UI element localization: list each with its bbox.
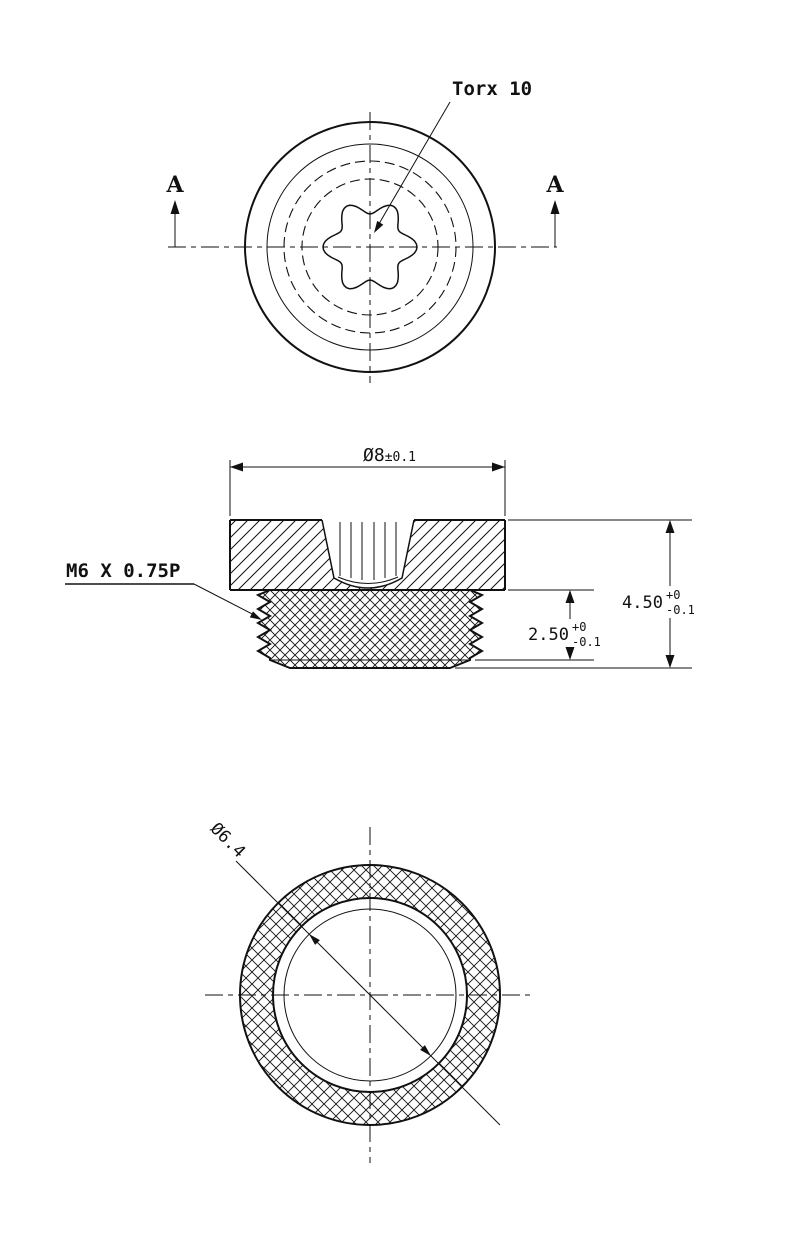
thread-callout-arrowhead <box>249 611 262 620</box>
section-arrow-left-head <box>170 200 180 214</box>
dim-label-total-height-tol-upper: +0 <box>666 588 680 602</box>
dim-arrow-total-top <box>665 520 675 533</box>
dim-label-thread-length-tol-upper: +0 <box>572 620 586 634</box>
section-arrow-right-head <box>550 200 560 214</box>
thread-major-circle <box>272 897 468 1093</box>
head-section-hatch <box>230 520 505 590</box>
thread-callout-label: M6 X 0.75P <box>66 560 180 582</box>
dim-arrow-thread-bottom <box>565 647 575 660</box>
dim-label-head-diameter: Ø8±0.1 <box>363 445 416 466</box>
section-label-right: A <box>545 172 564 198</box>
dim-label-pilot-diameter: Ø6.4 <box>206 819 249 862</box>
diagonal-arrowhead-upper <box>309 934 320 945</box>
thread-hidden-circle-outer <box>283 160 457 334</box>
dim-arrow-total-bottom <box>665 655 675 668</box>
dim-label-thread-length-tol-lower: -0.1 <box>572 635 601 649</box>
bottom-view: Ø6.4 <box>205 819 535 1163</box>
dim-label-thread-length: 2.50 <box>528 625 569 645</box>
head-chamfer-circle <box>266 143 474 351</box>
dim-label-head-diameter-tolerance: ±0.1 <box>385 450 416 465</box>
dim-label-head-diameter-value: Ø8 <box>363 445 385 466</box>
diagonal-arrowhead-lower <box>420 1045 431 1056</box>
torx-callout-arrowhead <box>374 220 384 233</box>
top-view: A A Torx 10 <box>165 78 564 383</box>
bottom-outer-circle <box>239 864 501 1126</box>
torx-recess-profile <box>322 204 418 290</box>
dim-label-total-height: 4.50 <box>622 593 663 613</box>
dim-arrow-thread-top <box>565 590 575 603</box>
dim-label-total-height-tol-lower: -0.1 <box>666 603 695 617</box>
dim-arrow-head-right <box>492 462 505 472</box>
body-section-crosshatch <box>255 589 485 669</box>
dim-arrow-head-left <box>230 462 243 472</box>
diagonal-dim-line <box>235 860 501 1126</box>
section-view: Ø8±0.1 M6 X 0.75P 2.50 +0 -0.1 4.50 +0 -… <box>65 445 695 669</box>
thread-hidden-circle-inner <box>301 178 439 316</box>
recess-bottom-arc <box>337 576 399 584</box>
torx-callout-leader <box>375 101 451 230</box>
thread-callout-leader <box>193 583 259 618</box>
head-outline <box>229 519 506 591</box>
torx-callout-label: Torx 10 <box>452 78 532 100</box>
head-outer-circle <box>244 121 496 373</box>
section-label-left: A <box>165 172 184 198</box>
torx-recess-outline <box>321 519 415 589</box>
pilot-hole-circle <box>283 908 457 1082</box>
